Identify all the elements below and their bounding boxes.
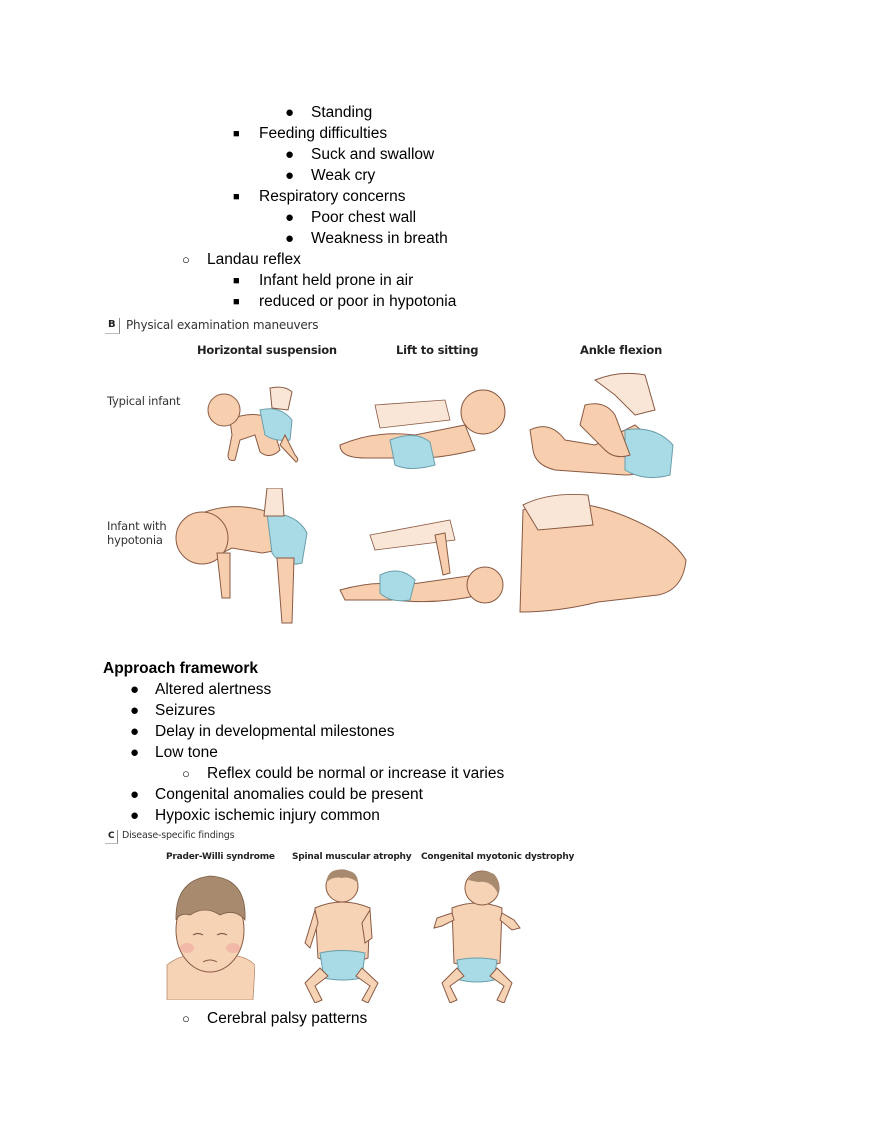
list-item: Suck and swallow (311, 146, 435, 163)
bullet-circle: ○ (182, 1011, 190, 1026)
column-header: Horizontal suspension (197, 343, 337, 357)
list-item: Weak cry (311, 167, 376, 184)
panel-letter-box (105, 318, 120, 334)
panel-letter-box (105, 830, 118, 844)
list-item: Low tone (155, 744, 218, 761)
illustration-myotonic-dystrophy (433, 870, 521, 1003)
illustration-typical-ankle (529, 372, 674, 479)
list-item: Weakness in breath (311, 230, 448, 247)
list-item: Feeding difficulties (259, 125, 388, 142)
bullet-circle: ○ (182, 252, 190, 267)
bullet-dot: ● (130, 702, 140, 719)
bullet-dot: ● (285, 146, 295, 163)
illustration-spinal-muscular-atrophy (304, 869, 379, 1003)
bullet-square: ■ (233, 191, 240, 203)
list-item: Landau reflex (207, 251, 301, 268)
list-item: Poor chest wall (311, 209, 417, 226)
column-header: Congenital myotonic dystrophy (421, 852, 575, 862)
list-item: Delay in developmental milestones (155, 723, 395, 740)
bullet-dot: ● (285, 209, 295, 226)
figure-title: Physical examination maneuvers (126, 318, 319, 332)
panel-letter: B (108, 319, 116, 330)
illustration-hypotonia-lift (339, 519, 504, 604)
list-item: Congenital anomalies could be present (155, 786, 423, 803)
list-item: Respiratory concerns (259, 188, 406, 205)
figure-title: Disease-specific findings (122, 830, 235, 841)
bullet-square: ■ (233, 275, 240, 287)
bullet-square: ■ (233, 296, 240, 308)
bullet-dot: ● (130, 723, 140, 740)
bullet-square: ■ (233, 128, 240, 140)
list-item: Standing (311, 104, 373, 121)
illustration-hypotonia-ankle (519, 493, 687, 613)
bullet-dot: ● (130, 807, 140, 824)
row-label: Typical infant (107, 394, 181, 408)
figure-physical-exam-maneuvers: B Physical examination maneuvers Horizon… (105, 318, 687, 624)
panel-letter: C (108, 831, 115, 841)
list-item: reduced or poor in hypotonia (259, 293, 457, 310)
column-header: Lift to sitting (396, 343, 479, 357)
bullet-dot: ● (130, 681, 140, 698)
bullet-dot: ● (285, 104, 295, 121)
bullet-circle: ○ (182, 766, 190, 781)
bullet-dot: ● (130, 786, 140, 803)
column-header: Ankle flexion (580, 343, 663, 357)
illustration-typical-horizontal (207, 386, 299, 463)
section-heading: Approach framework (103, 660, 259, 677)
bullet-dot: ● (285, 230, 295, 247)
illustration-typical-lift (339, 389, 506, 469)
row-label: hypotonia (107, 533, 163, 547)
figure-disease-specific-findings: C Disease-specific findings Prader-Willi… (105, 830, 575, 1003)
list-item: Altered alertness (155, 681, 272, 698)
illustration-hypotonia-horizontal (175, 488, 308, 624)
list-item: Reflex could be normal or increase it va… (207, 765, 505, 782)
bullet-dot: ● (130, 744, 140, 761)
list-item: Seizures (155, 702, 216, 719)
row-label: Infant with (107, 519, 167, 533)
list-item: Hypoxic ischemic injury common (155, 807, 380, 824)
column-header: Prader-Willi syndrome (166, 852, 275, 862)
column-header: Spinal muscular atrophy (292, 852, 412, 862)
bullet-dot: ● (285, 167, 295, 184)
list-item: Cerebral palsy patterns (207, 1010, 368, 1027)
list-item: Infant held prone in air (259, 272, 414, 289)
illustration-prader-willi (166, 875, 255, 1000)
